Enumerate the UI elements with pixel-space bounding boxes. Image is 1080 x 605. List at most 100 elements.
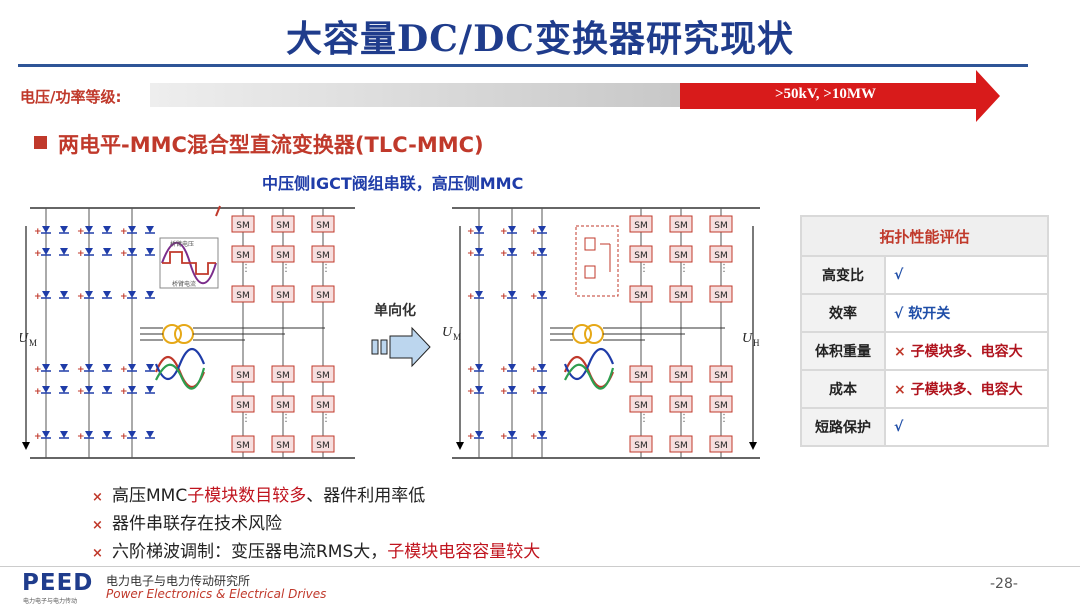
sm-label: SM: [316, 291, 329, 301]
submodule: SM: [231, 215, 255, 233]
sm-label: SM: [674, 401, 687, 411]
evaluation-row: 短路保护 √: [800, 407, 1049, 447]
switch-icon: [537, 386, 547, 394]
plus-sign: +: [530, 227, 538, 237]
diode-triangle: [475, 248, 483, 255]
sm-box: [669, 285, 693, 303]
sm-box: [231, 215, 255, 233]
switch-icon: [41, 364, 51, 372]
switch-icon: [127, 386, 137, 394]
sm-box: [311, 215, 335, 233]
diode-triangle: [475, 364, 483, 371]
switch-icon: [84, 386, 94, 394]
diode-triangle: [60, 291, 68, 298]
phase-c: [564, 363, 615, 390]
diode-triangle: [146, 431, 154, 438]
voltage-arrow-head: [22, 442, 30, 450]
inset-frame: [575, 225, 619, 297]
switch-icon: [102, 291, 112, 299]
plus-sign: +: [34, 227, 42, 237]
switch-icon: [41, 248, 51, 256]
diode-triangle: [85, 364, 93, 371]
sm-label: SM: [714, 221, 727, 231]
sm-box: [271, 435, 295, 453]
waveform-label-bottom: 桥臂电流: [172, 280, 196, 288]
switch-icon: [127, 248, 137, 256]
submodule: SM: [629, 435, 653, 453]
switch-icon: [84, 226, 94, 234]
list-item: ×器件串联存在技术风险: [92, 509, 540, 537]
evaluation-row: 效率 √ 软开关: [800, 293, 1049, 333]
switch-icon: [41, 226, 51, 234]
sm-box: [231, 435, 255, 453]
logo-subtext: 电力电子与电力传动: [23, 598, 78, 605]
diode-triangle: [146, 248, 154, 255]
sm-box: [271, 285, 295, 303]
arrow-head: [389, 326, 431, 368]
plus-sign: +: [530, 292, 538, 302]
sm-label: SM: [714, 251, 727, 261]
check-mark: √: [894, 267, 904, 283]
diode-triangle: [42, 431, 50, 438]
diode-triangle: [103, 431, 111, 438]
plus-sign: +: [467, 249, 475, 259]
page-number: -28-: [990, 576, 1018, 592]
submodule: SM: [311, 245, 335, 263]
note-highlight: 子模块电容容量较大: [387, 542, 541, 562]
diode-triangle: [538, 248, 546, 255]
sm-box: [311, 395, 335, 413]
list-item: ×高压MMC子模块数目较多、器件利用率低: [92, 481, 540, 509]
submodule: SM: [709, 365, 733, 383]
step-wave: [162, 251, 216, 275]
sm-ellipsis: ⋮: [281, 413, 291, 424]
unidirectional-label: 单向化: [374, 303, 416, 319]
arrow-bar: [371, 339, 379, 355]
sm-label: SM: [236, 401, 249, 411]
cross-icon: ×: [92, 518, 103, 533]
submodule: SM: [709, 245, 733, 263]
sm-label: SM: [236, 221, 249, 231]
sm-label: SM: [674, 371, 687, 381]
diode-triangle: [538, 364, 546, 371]
submodule: SM: [311, 395, 335, 413]
diode-triangle: [60, 364, 68, 371]
u-m-subscript: M: [453, 332, 461, 342]
sm-label: SM: [236, 441, 249, 451]
evaluation-table: 拓扑性能评估 高变比 √ 效率 √ 软开关 体积重量 × 子模块多、电容大 成本…: [800, 215, 1049, 447]
switch-icon: [145, 364, 155, 372]
diode-triangle: [42, 386, 50, 393]
switch-icon: [474, 226, 484, 234]
sm-label: SM: [316, 371, 329, 381]
phase-b: [154, 347, 206, 381]
institute-name-en: Power Electronics & Electrical Drives: [106, 587, 327, 601]
slide-title: 大容量DC/DC变换器研究现状: [286, 18, 794, 60]
sm-label: SM: [316, 401, 329, 411]
switch-icon: [59, 248, 69, 256]
submodule: SM: [231, 395, 255, 413]
submodule: SM: [669, 215, 693, 233]
sm-box: [709, 245, 733, 263]
submodule: SM: [669, 285, 693, 303]
switch-icon: [84, 364, 94, 372]
sm-label: SM: [236, 291, 249, 301]
diode-triangle: [85, 248, 93, 255]
evaluation-text: 子模块多、电容大: [910, 344, 1023, 360]
plus-sign: +: [500, 387, 508, 397]
diode-triangle: [128, 291, 136, 298]
plus-sign: +: [467, 387, 475, 397]
note-text-tail: 、器件利用率低: [306, 486, 426, 506]
sm-label: SM: [316, 221, 329, 231]
switch-icon: [59, 226, 69, 234]
diode-triangle: [103, 386, 111, 393]
u-m-label: U: [20, 331, 29, 346]
sm-label: SM: [714, 401, 727, 411]
switch-icon: [84, 291, 94, 299]
plus-sign: +: [34, 249, 42, 259]
plus-sign: +: [500, 227, 508, 237]
transformer-icon: [162, 324, 194, 344]
diode-triangle: [42, 291, 50, 298]
drawback-list: ×高压MMC子模块数目较多、器件利用率低 ×器件串联存在技术风险 ×六阶梯波调制…: [92, 481, 540, 565]
switch-icon: [102, 386, 112, 394]
sm-label: SM: [714, 291, 727, 301]
